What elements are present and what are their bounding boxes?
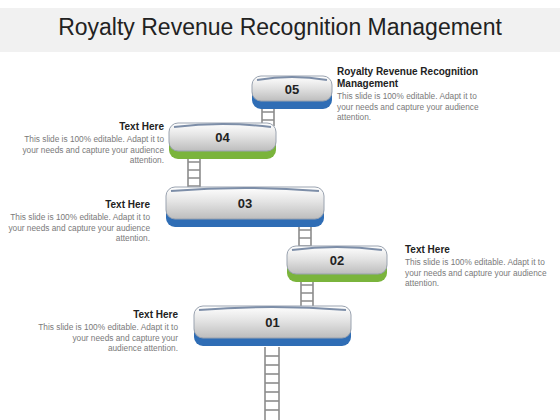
ladder-platform: 03Text HereThis slide is 100% editable. … bbox=[165, 186, 325, 228]
step-heading: Royalty Revenue Recognition Management bbox=[337, 66, 487, 90]
diagram-title: Royalty Revenue Recognition Management bbox=[0, 14, 560, 41]
side-note: Text HereThis slide is 100% editable. Ad… bbox=[405, 244, 551, 289]
side-note: Text HereThis slide is 100% editable. Ad… bbox=[18, 121, 164, 166]
ladder-platform: 02Text HereThis slide is 100% editable. … bbox=[286, 245, 388, 283]
step-heading: Text Here bbox=[38, 309, 178, 321]
ladder-platform: 01Text HereThis slide is 100% editable. … bbox=[193, 305, 352, 347]
step-number: 03 bbox=[165, 196, 325, 211]
ladder-connector bbox=[301, 279, 313, 309]
ladder-connector bbox=[299, 224, 311, 249]
side-note: Text HereThis slide is 100% editable. Ad… bbox=[8, 199, 150, 244]
side-note: Royalty Revenue Recognition ManagementTh… bbox=[337, 66, 487, 123]
step-description: This slide is 100% editable. Adapt it to… bbox=[405, 257, 551, 289]
step-heading: Text Here bbox=[405, 244, 551, 256]
ladder-platform: 05Royalty Revenue Recognition Management… bbox=[251, 75, 333, 110]
step-number: 02 bbox=[286, 253, 388, 268]
step-description: This slide is 100% editable. Adapt it to… bbox=[337, 91, 487, 123]
step-description: This slide is 100% editable. Adapt it to… bbox=[8, 212, 150, 244]
step-number: 04 bbox=[168, 130, 277, 145]
ladder-connector bbox=[188, 156, 200, 190]
side-note: Text HereThis slide is 100% editable. Ad… bbox=[38, 309, 178, 354]
ladder-platform: 04Text HereThis slide is 100% editable. … bbox=[168, 122, 277, 160]
step-number: 05 bbox=[251, 82, 333, 97]
step-description: This slide is 100% editable. Adapt it to… bbox=[18, 134, 164, 166]
step-number: 01 bbox=[193, 315, 352, 330]
step-heading: Text Here bbox=[8, 199, 150, 211]
ground-ladder bbox=[265, 347, 279, 420]
step-heading: Text Here bbox=[18, 121, 164, 133]
step-description: This slide is 100% editable. Adapt it to… bbox=[38, 322, 178, 354]
